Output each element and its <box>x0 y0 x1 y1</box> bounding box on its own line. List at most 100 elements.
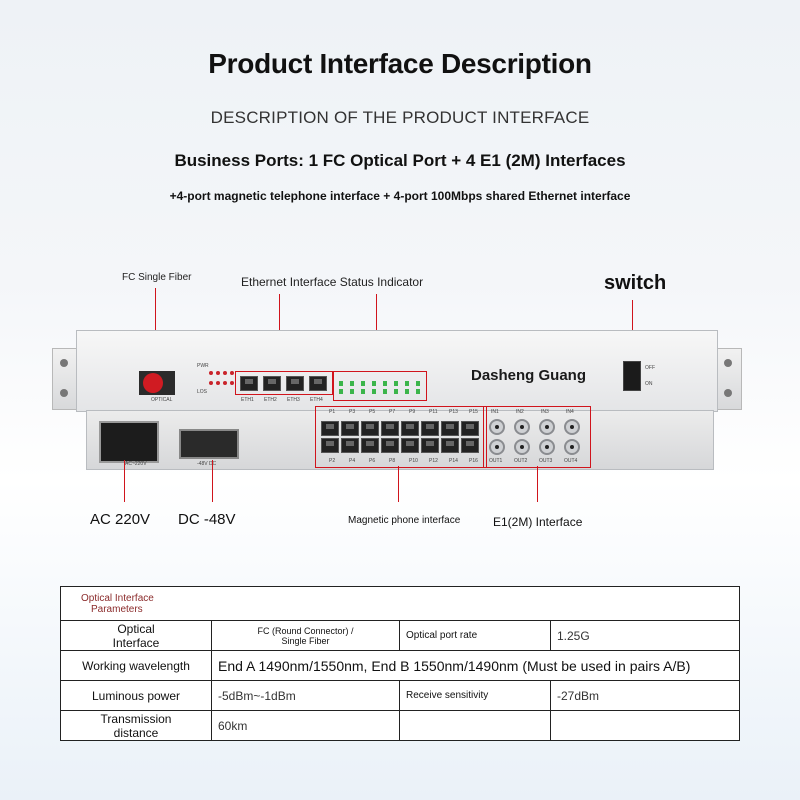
row-value: Single Fiber <box>281 635 330 646</box>
ethernet-port-group <box>235 371 333 395</box>
row-label: distance <box>113 725 159 740</box>
pwr-label: PWR <box>197 363 209 369</box>
table-header-line1: Optical Interface <box>81 592 154 604</box>
eth3-port[interactable] <box>286 376 304 391</box>
e1-in-label: IN4 <box>566 409 574 415</box>
phone-led <box>372 389 376 394</box>
phone-status-led-group <box>333 371 427 401</box>
phone-port-label: P2 <box>329 458 336 464</box>
phone-port[interactable] <box>381 438 399 453</box>
ports-summary: Business Ports: 1 FC Optical Port + 4 E1… <box>174 151 626 170</box>
phone-port[interactable] <box>401 438 419 453</box>
phone-led <box>372 381 376 386</box>
los-label: LOS <box>197 389 208 395</box>
phone-led <box>394 389 398 394</box>
fc-fiber-callout: FC Single Fiber <box>122 272 192 283</box>
page-title: Product Interface Description <box>208 48 592 79</box>
e1-bnc-in[interactable] <box>564 419 580 435</box>
phone-port[interactable] <box>421 421 439 436</box>
phone-port[interactable] <box>441 421 459 436</box>
e1-bnc-in[interactable] <box>514 419 530 435</box>
e1-bnc-in[interactable] <box>489 419 505 435</box>
phone-port[interactable] <box>461 421 479 436</box>
table-row: Optical Interface Parameters <box>60 586 740 621</box>
fc-optical-port[interactable] <box>143 373 163 393</box>
phone-port-label: P10 <box>409 458 418 464</box>
phone-port[interactable] <box>441 438 459 453</box>
phone-port-label: P8 <box>389 458 396 464</box>
phone-port[interactable] <box>321 421 339 436</box>
phone-port[interactable] <box>361 421 379 436</box>
table-cell: 1.25G <box>550 620 740 651</box>
ac-power-inlet[interactable] <box>99 421 159 463</box>
eth2-port[interactable] <box>263 376 281 391</box>
e1-bnc-out[interactable] <box>514 439 530 455</box>
phone-port-label: P6 <box>369 458 376 464</box>
phone-port-label: P7 <box>389 409 396 415</box>
eth4-port[interactable] <box>309 376 327 391</box>
status-led <box>216 381 220 385</box>
e1-out-label: OUT1 <box>489 458 503 464</box>
phone-led <box>405 389 409 394</box>
phone-callout-line <box>398 466 399 502</box>
status-led <box>216 371 220 375</box>
phone-port[interactable] <box>401 421 419 436</box>
phone-port-label: P15 <box>469 409 478 415</box>
row-value: FC (Round Connector) / <box>257 625 354 636</box>
phone-led <box>350 381 354 386</box>
phone-led <box>416 381 420 386</box>
table-cell: Optical port rate <box>399 620 551 651</box>
switch-off-label: OFF <box>645 365 655 371</box>
optical-label: OPTICAL <box>151 397 173 403</box>
power-switch[interactable] <box>623 361 641 391</box>
e1-out-label: OUT2 <box>514 458 528 464</box>
e1-callout-line <box>537 466 538 502</box>
phone-port-label: P5 <box>369 409 376 415</box>
switch-callout-line <box>632 300 633 355</box>
phone-port-label: P12 <box>429 458 438 464</box>
e1-in-label: IN3 <box>541 409 549 415</box>
phone-led <box>350 389 354 394</box>
ethernet-indicator-callout: Ethernet Interface Status Indicator <box>241 275 424 289</box>
ac-callout-line <box>124 460 125 502</box>
dc-power-terminal[interactable] <box>179 429 239 459</box>
e1-bnc-out[interactable] <box>539 439 555 455</box>
phone-port[interactable] <box>341 421 359 436</box>
phone-led <box>416 389 420 394</box>
e1-callout: E1(2M) Interface <box>493 515 583 529</box>
table-cell <box>399 710 551 741</box>
e1-bnc-out[interactable] <box>564 439 580 455</box>
eth1-port[interactable] <box>240 376 258 391</box>
ac-callout: AC 220V <box>90 511 151 528</box>
phone-port-label: P16 <box>469 458 478 464</box>
table-cell: -5dBm~-1dBm <box>211 680 400 711</box>
phone-led <box>383 389 387 394</box>
phone-port[interactable] <box>421 438 439 453</box>
phone-port[interactable] <box>341 438 359 453</box>
rear-panel: AC~220V -48V DC P1 P3 P5 P7 P9 P11 P13 P… <box>86 406 714 470</box>
status-led <box>230 381 234 385</box>
phone-led <box>339 381 343 386</box>
e1-bnc-out[interactable] <box>489 439 505 455</box>
page-subtitle: DESCRIPTION OF THE PRODUCT INTERFACE <box>210 108 590 127</box>
phone-port-label: P9 <box>409 409 416 415</box>
table-cell: -27dBm <box>550 680 740 711</box>
e1-bnc-in[interactable] <box>539 419 555 435</box>
phone-port-label: P11 <box>429 409 438 415</box>
phone-port-group <box>315 406 487 468</box>
eth3-label: ETH3 <box>287 397 300 403</box>
phone-port[interactable] <box>381 421 399 436</box>
phone-port[interactable] <box>321 438 339 453</box>
phone-callout: Magnetic phone interface <box>348 515 461 526</box>
front-panel: OPTICAL PWR LOS ETH1 ETH2 ETH3 ETH4 <box>76 330 718 412</box>
e1-in-label: IN2 <box>516 409 524 415</box>
phone-port[interactable] <box>461 438 479 453</box>
phone-port-label: P13 <box>449 409 458 415</box>
table-cell: End A 1490nm/1550nm, End B 1550nm/1490nm… <box>211 650 740 681</box>
table-row: Luminous power -5dBm~-1dBm Receive sensi… <box>60 680 740 711</box>
phone-port-label: P3 <box>349 409 356 415</box>
table-row: Transmission distance 60km <box>60 710 740 741</box>
phone-port[interactable] <box>361 438 379 453</box>
phone-port-label: P4 <box>349 458 356 464</box>
status-led <box>223 371 227 375</box>
